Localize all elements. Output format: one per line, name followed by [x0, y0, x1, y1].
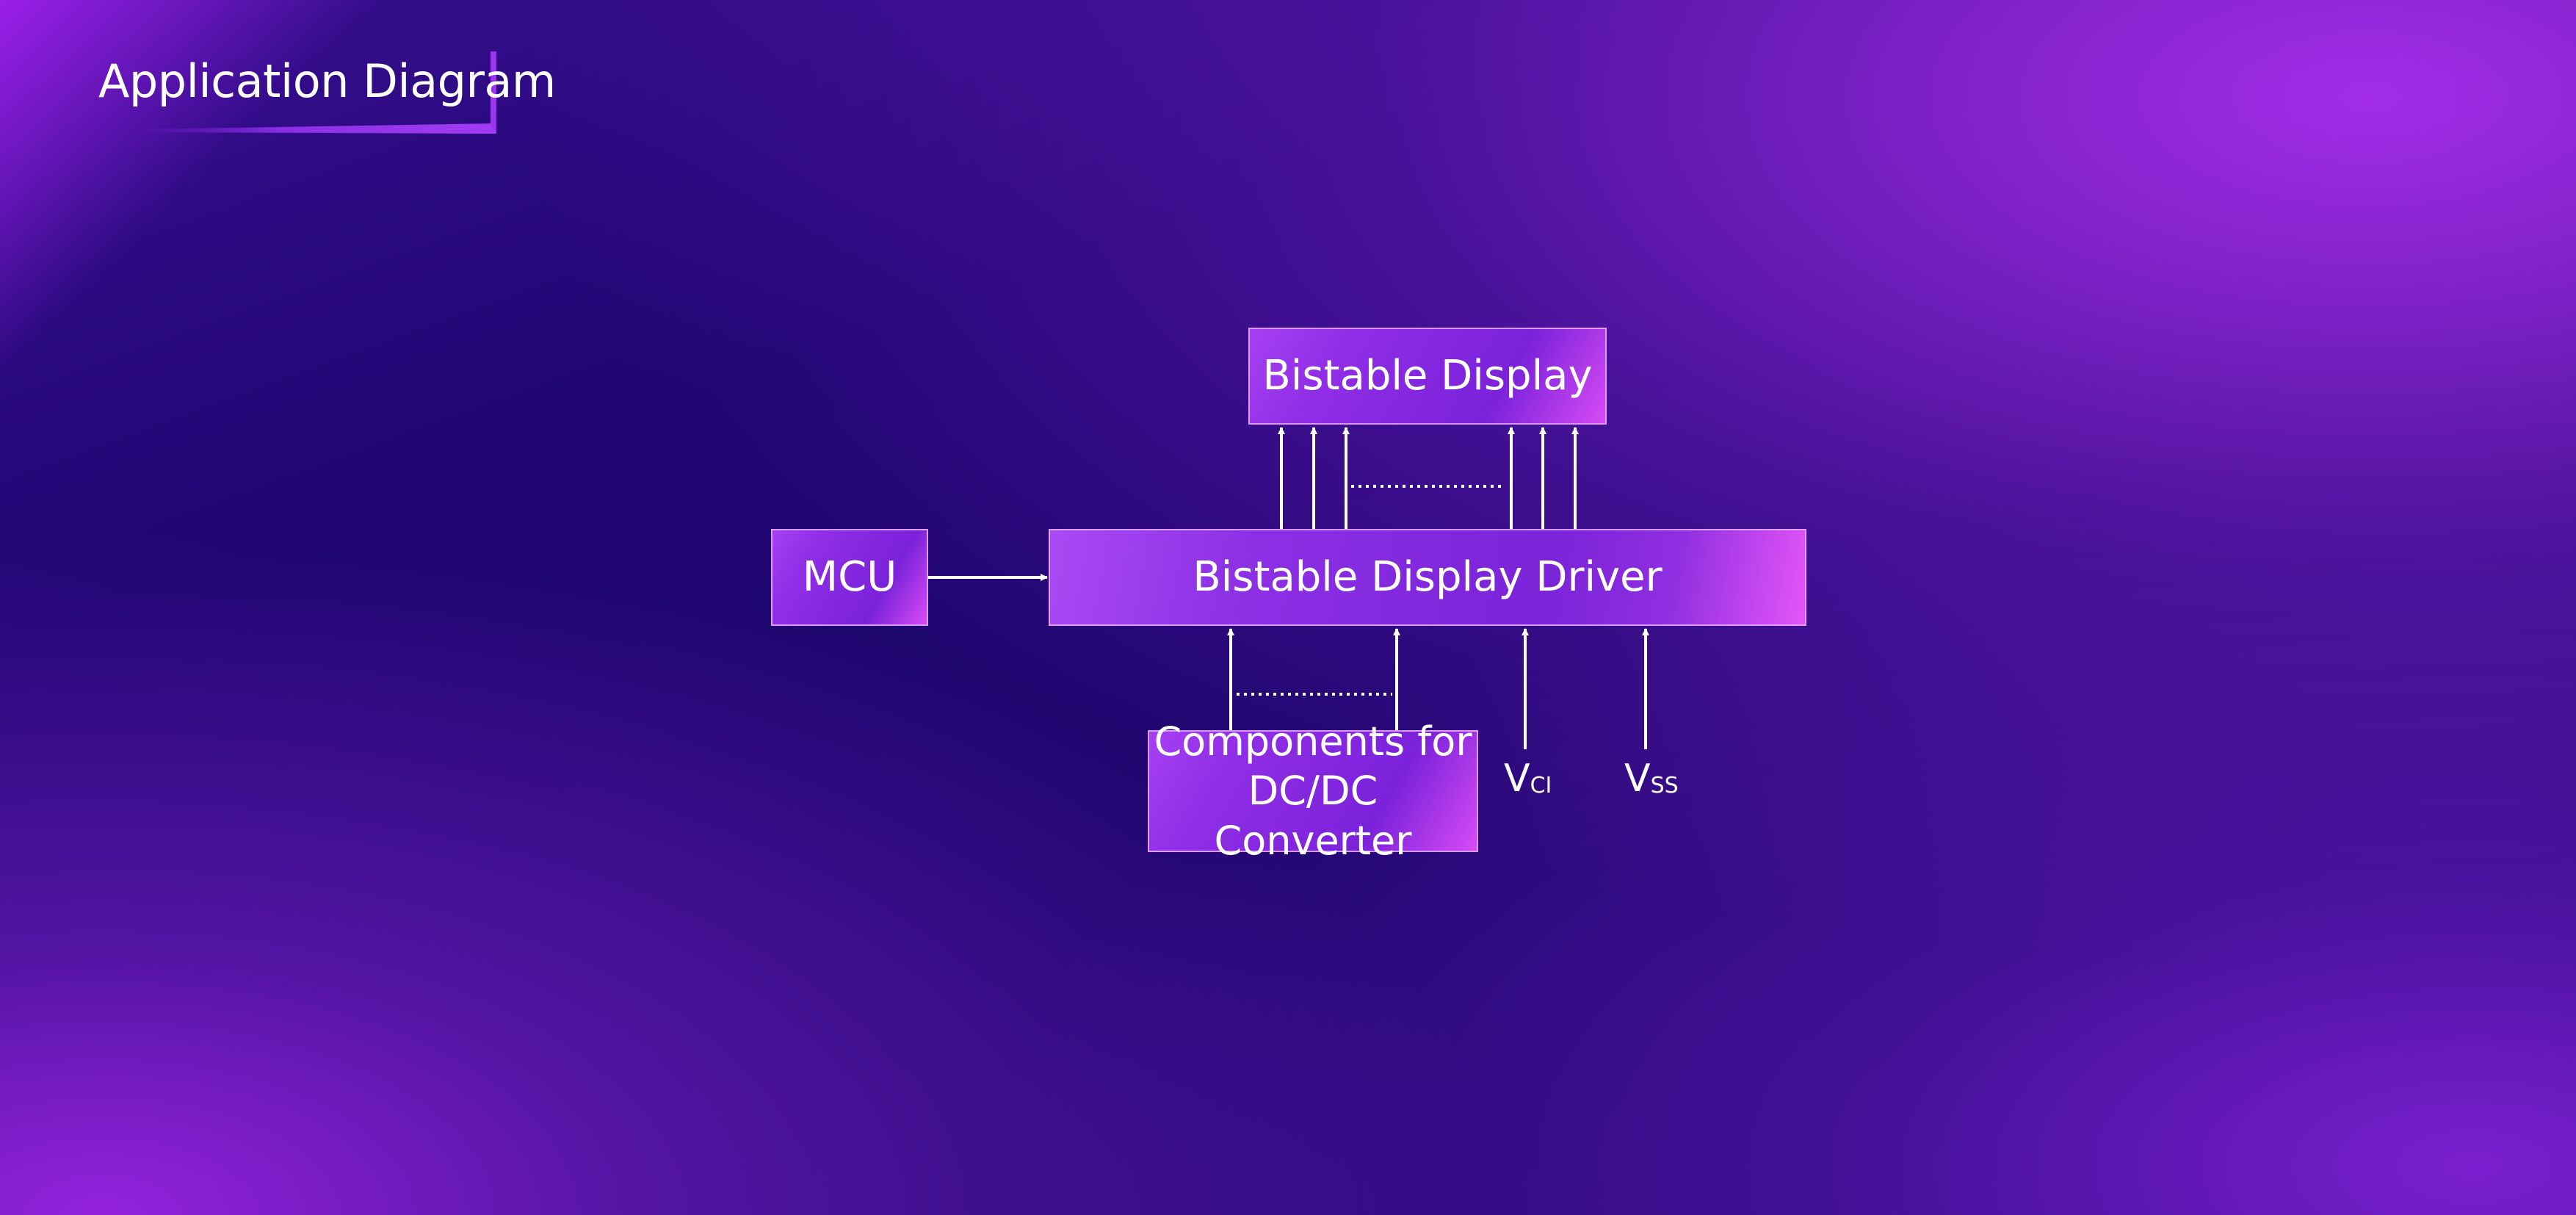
mcu-label: MCU [802, 553, 897, 601]
bistable-display-driver-block: Bistable Display Driver [1049, 529, 1806, 626]
vss-label-main: V [1624, 757, 1651, 801]
bistable-display-driver-label: Bistable Display Driver [1193, 553, 1663, 601]
bistable-display-block: Bistable Display [1248, 328, 1607, 425]
vss-label: VSS [1624, 757, 1679, 801]
vci-label: VCI [1504, 757, 1552, 801]
vci-label-sub: CI [1530, 773, 1552, 798]
vci-label-main: V [1504, 757, 1530, 801]
vss-label-sub: SS [1650, 773, 1679, 798]
page-title: Application Diagram [98, 54, 556, 108]
dcdc-label-line1: Components for [1154, 718, 1472, 765]
dcdc-label-line2: DC/DC Converter [1214, 768, 1412, 864]
title-block: Application Diagram [94, 51, 556, 140]
bistable-display-label: Bistable Display [1262, 352, 1593, 400]
title-accent-icon [138, 51, 496, 134]
mcu-block: MCU [771, 529, 928, 626]
dcdc-components-block: Components for DC/DC Converter [1148, 718, 1478, 864]
